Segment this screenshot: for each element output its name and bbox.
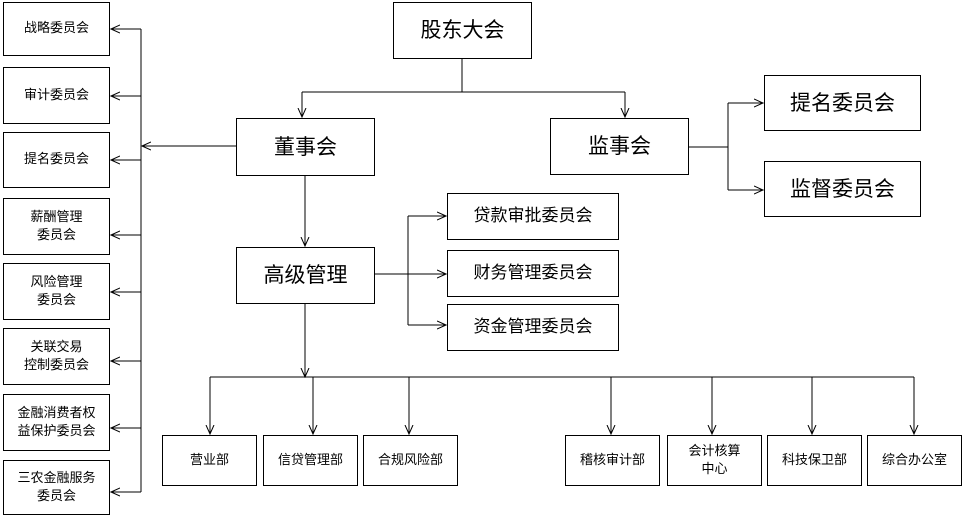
node-audit-department: 稽核审计部 — [565, 435, 660, 486]
node-finance-management: 财务管理委员会 — [447, 250, 619, 297]
node-fund-management: 资金管理委员会 — [447, 304, 619, 351]
node-compensation-committee: 薪酬管理 委员会 — [3, 198, 110, 255]
node-compliance-department: 合规风险部 — [363, 435, 458, 486]
node-rural-finance-committee: 三农金融服务 委员会 — [3, 460, 110, 515]
node-business-department: 营业部 — [162, 435, 257, 486]
node-accounting-center: 会计核算 中心 — [667, 435, 762, 486]
node-board: 董事会 — [236, 118, 375, 176]
node-supervision-supervisory: 监督委员会 — [764, 161, 921, 217]
node-related-transaction-committee: 关联交易 控制委员会 — [3, 328, 110, 385]
node-nomination-committee: 提名委员会 — [3, 132, 110, 188]
node-general-office: 综合办公室 — [867, 435, 962, 486]
node-nomination-supervisory: 提名委员会 — [764, 75, 921, 131]
node-shareholders: 股东大会 — [393, 2, 532, 59]
node-consumer-protection-committee: 金融消费者权 益保护委员会 — [3, 394, 110, 451]
node-audit-committee: 审计委员会 — [3, 67, 110, 124]
node-risk-committee: 风险管理 委员会 — [3, 263, 110, 320]
node-loan-approval: 贷款审批委员会 — [447, 193, 619, 240]
node-strategy-committee: 战略委员会 — [3, 2, 110, 56]
node-security-department: 科技保卫部 — [767, 435, 862, 486]
node-supervisory: 监事会 — [550, 118, 689, 175]
node-senior-management: 高级管理 — [236, 247, 375, 304]
node-credit-department: 信贷管理部 — [263, 435, 358, 486]
